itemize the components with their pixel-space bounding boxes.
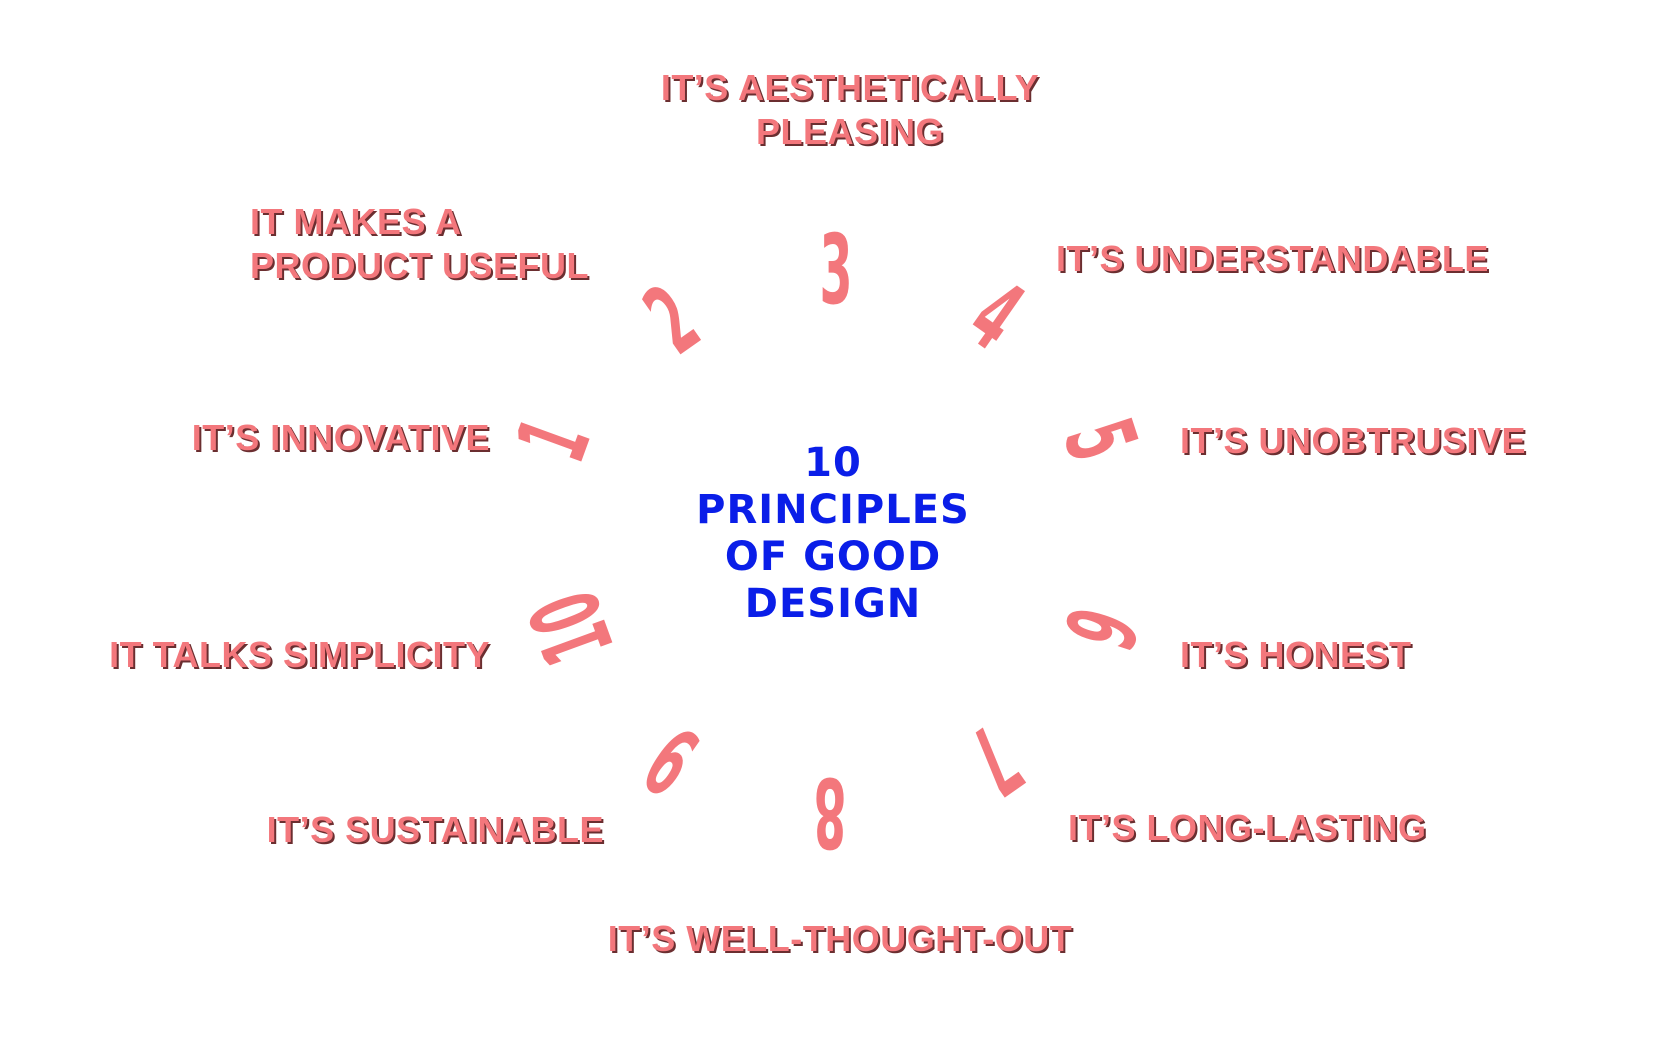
principle-label-4: IT’S UNDERSTANDABLE [1056,238,1489,279]
principle-label-8: IT’S WELL-THOUGHT-OUT [607,918,1073,959]
principle-label-7: IT’S LONG-LASTING [1068,807,1427,848]
title-line-2: PRINCIPLES [696,487,970,533]
principle-label-3: IT’S AESTHETICALLY PLEASING [660,67,1040,152]
principle-label-6: IT’S HONEST [1180,634,1412,675]
principle-label-9: IT’S SUSTAINABLE [266,809,604,850]
principle-number-8: 8 [813,756,847,868]
diagram-title: 10 PRINCIPLES OF GOOD DESIGN [583,440,1083,628]
principle-label-2: IT MAKES A PRODUCT USEFUL [250,201,589,286]
principle-label-5: IT’S UNOBTRUSIVE [1180,420,1527,461]
principle-number-7: 7 [948,704,1040,816]
principle-number-3: 3 [819,214,853,326]
principle-label-1: IT’S INNOVATIVE [191,417,490,458]
title-line-3: OF GOOD [724,534,942,580]
principle-number-4: 4 [950,260,1042,372]
principle-label-10: IT TALKS SIMPLICITY [109,634,490,675]
title-line-4: DESIGN [744,581,922,627]
title-line-1: 10 [804,440,862,486]
principle-number-9: 9 [626,704,718,816]
principle-number-2: 2 [626,264,718,376]
